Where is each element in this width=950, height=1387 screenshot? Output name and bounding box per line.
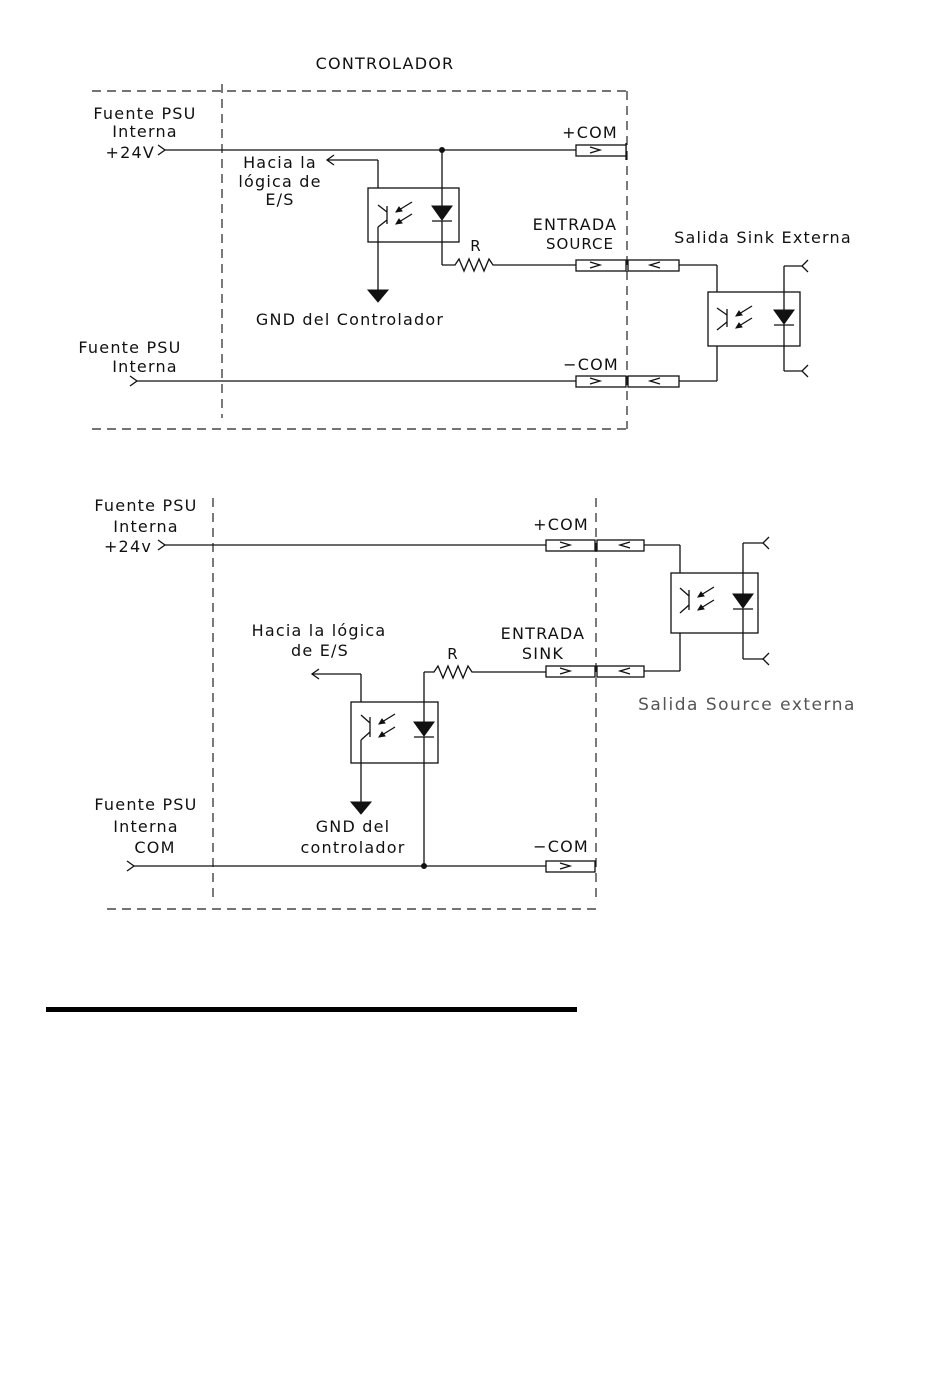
- arrow-icon: [130, 376, 137, 386]
- psu-bottom-label-2: Interna: [113, 817, 179, 836]
- arrow-icon: [158, 540, 165, 550]
- diagram-source-input: CONTROLADOR Fuente PSU Interna +24V +COM…: [78, 54, 851, 429]
- entrada-label-2: SINK: [522, 644, 564, 663]
- minus-com-label: −COM: [563, 355, 619, 374]
- entrada-label-1: ENTRADA: [533, 215, 618, 234]
- psu-bottom-label-2: Interna: [112, 357, 178, 376]
- psu-top-label-2: Interna: [113, 517, 179, 536]
- ground-icon: [368, 290, 388, 302]
- plus-com-label: +COM: [562, 123, 618, 142]
- psu-top-label-3: +24v: [104, 537, 152, 556]
- hacia-logica-3: E/S: [265, 190, 294, 209]
- arrow-icon: [127, 861, 134, 871]
- gnd-label-1: GND del: [316, 817, 391, 836]
- gnd-label: GND del Controlador: [256, 310, 444, 329]
- terminal-icon: [763, 653, 769, 665]
- gnd-label-2: controlador: [301, 838, 406, 857]
- resistor-icon: [424, 666, 546, 678]
- controller-optocoupler: [351, 702, 438, 763]
- hacia-logica-1: Hacia la lógica: [252, 621, 387, 640]
- psu-top-label-3: +24V: [105, 143, 155, 162]
- psu-bottom-label-1: Fuente PSU: [78, 338, 181, 357]
- minus-com-label: −COM: [533, 837, 589, 856]
- terminal-icon: [802, 365, 808, 377]
- external-optocoupler: [671, 573, 758, 633]
- minus-com-terminal: [576, 376, 626, 387]
- terminal-icon: [802, 260, 808, 272]
- entrada-label-2: SOURCE: [546, 235, 614, 253]
- psu-top-label-1: Fuente PSU: [94, 496, 197, 515]
- external-output-label: Salida Sink Externa: [674, 228, 852, 247]
- plus-com-label: +COM: [533, 515, 589, 534]
- resistor-icon: [442, 259, 576, 271]
- entrada-label-1: ENTRADA: [501, 624, 586, 643]
- resistor-label: R: [470, 237, 481, 255]
- hacia-logica-2: lógica de: [238, 172, 321, 191]
- psu-bottom-label-3: COM: [134, 838, 175, 857]
- entrada-terminal: [576, 260, 626, 271]
- plus-com-terminal: [576, 145, 626, 156]
- terminal-icon: [763, 537, 769, 549]
- psu-top-label-2: Interna: [112, 122, 178, 141]
- hacia-logica-2: de E/S: [291, 641, 349, 660]
- external-output-label: Salida Source externa: [638, 695, 856, 715]
- arrow-icon: [158, 145, 165, 155]
- diagram-sink-input: Fuente PSU Interna +24v +COM Hacia la ló…: [94, 496, 855, 909]
- hacia-logica-1: Hacia la: [243, 153, 317, 172]
- ground-icon: [351, 802, 371, 814]
- controller-title: CONTROLADOR: [316, 54, 455, 73]
- external-optocoupler: [708, 292, 800, 346]
- psu-bottom-label-1: Fuente PSU: [94, 795, 197, 814]
- section-divider: [46, 1007, 577, 1012]
- resistor-label: R: [447, 645, 458, 663]
- psu-top-label-1: Fuente PSU: [93, 104, 196, 123]
- controller-optocoupler: [368, 188, 459, 242]
